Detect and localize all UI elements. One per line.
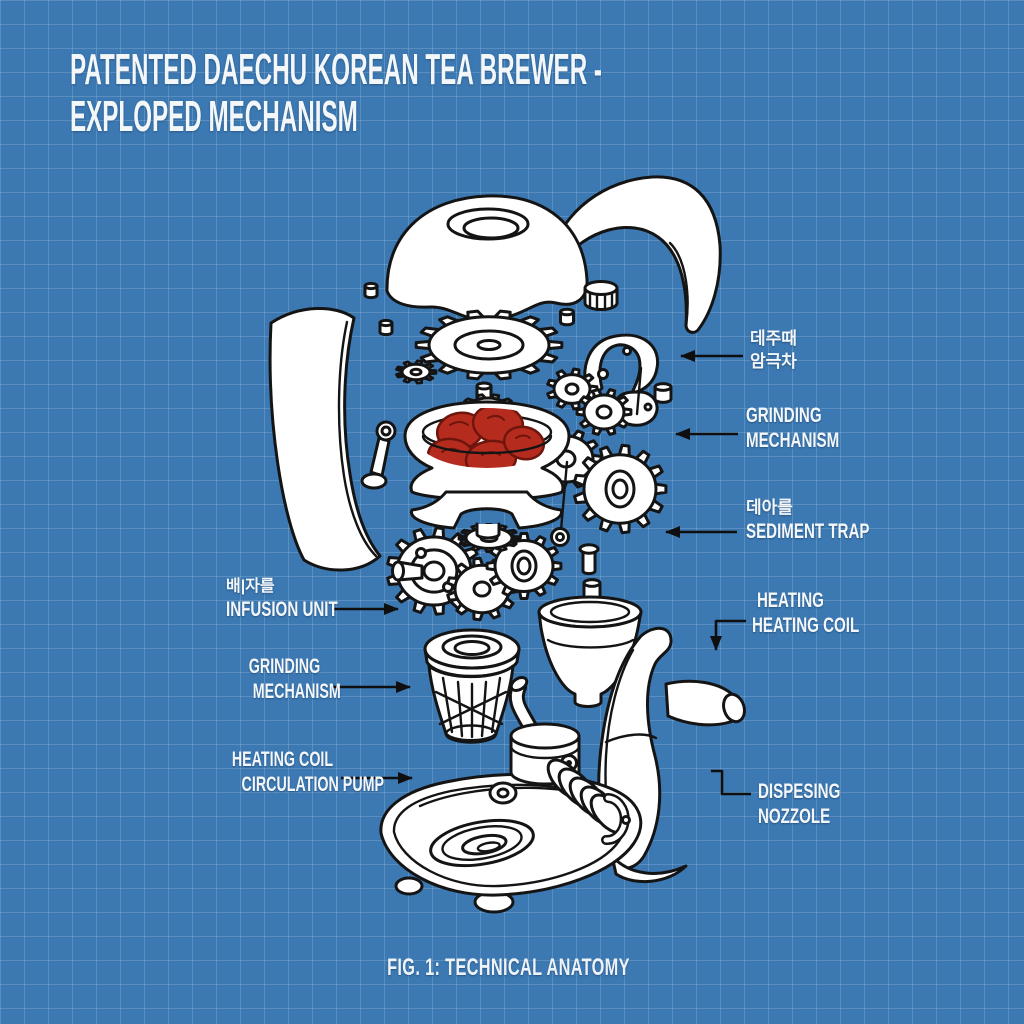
housing-shell-right-part <box>548 175 722 334</box>
title-line-2: EXPLOPED MECHANISM <box>70 91 358 141</box>
heater-spring-coil-part <box>546 758 631 845</box>
label-infusion-unit: 배|자를 INFUSION UNIT <box>226 578 338 621</box>
gear-part <box>414 309 564 381</box>
sediment-cone-part <box>537 578 643 708</box>
jujube-hopper-bowl-part <box>403 400 571 540</box>
gear-part <box>485 532 563 600</box>
gear-axle-part <box>391 560 424 582</box>
fastener-cylinder <box>378 318 394 337</box>
crank-arm-part <box>360 420 397 490</box>
leader-arrow-heating-coil <box>710 619 746 651</box>
label-sediment-trap: 데아를 SEDIMENT TRAP <box>746 498 870 543</box>
leader-line-dispensing-nozzle <box>711 769 751 796</box>
pendulum-link-part <box>550 460 570 547</box>
dome-lid-part <box>385 194 589 322</box>
infusion-basket-part <box>423 628 521 744</box>
gear-part <box>395 359 438 385</box>
page-title: PATENTED DAECHU KOREAN TEA BREWER - EXPL… <box>70 45 1024 141</box>
label-hopper-korean: 데주때 암극차 <box>750 329 797 371</box>
fastener-cylinder <box>363 281 379 300</box>
gear-part <box>573 443 668 535</box>
label-dispensing-nozzle: DISPESING NOZZOLE <box>758 780 841 828</box>
figure-caption: FIG. 1: TECHNICAL ANATOMY <box>387 954 630 981</box>
knurled-knob-part <box>583 280 619 312</box>
circulation-pump-part <box>488 676 581 805</box>
label-grinding-mechanism-left: GRINDING MECHANISM <box>248 655 341 703</box>
label-heating-coil: HEATING HEATING COIL <box>752 589 860 637</box>
title-line-1: PATENTED DAECHU KOREAN TEA BREWER - <box>70 45 602 94</box>
fastener-cylinder <box>653 382 673 404</box>
bolt-pin-part <box>578 543 600 576</box>
fastener-cylinder <box>559 307 575 327</box>
leader-arrows <box>331 350 751 796</box>
housing-shell-left-part <box>268 307 382 572</box>
gear-part <box>575 388 633 436</box>
label-circulation-pump: HEATING COIL CIRCULATION PUMP <box>231 748 385 796</box>
label-grinding-mechanism-right: GRINDING MECHANISM <box>746 404 840 452</box>
